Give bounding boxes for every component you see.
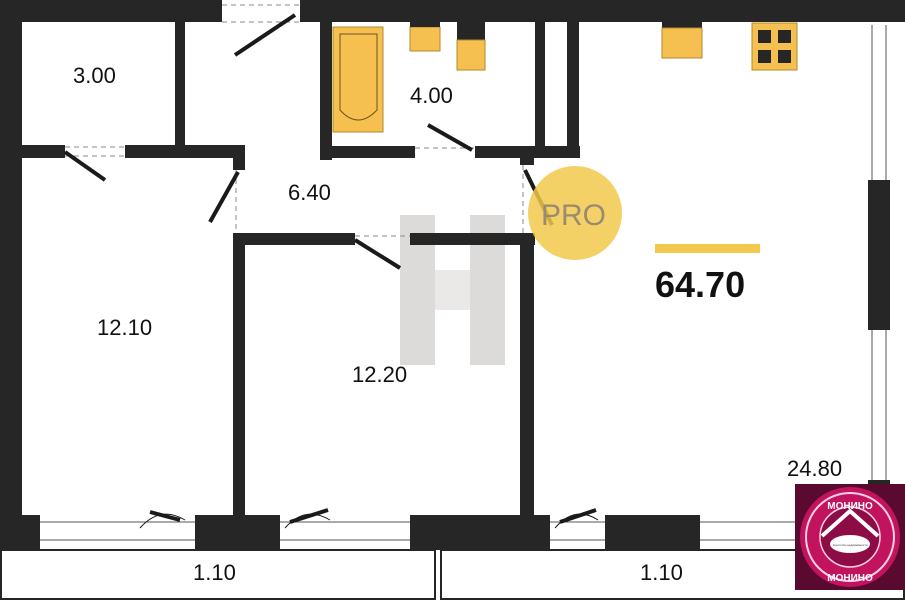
bathtub-icon xyxy=(332,26,384,133)
room-area-storage: 3.00 xyxy=(73,63,116,88)
pro-badge-label: PRO xyxy=(541,199,606,232)
svg-text:МОНИНО: МОНИНО xyxy=(827,501,873,512)
pro-badge xyxy=(528,166,622,260)
room-area-bathroom: 4.00 xyxy=(410,83,453,108)
total-area: 64.70 xyxy=(655,264,745,305)
house-icon xyxy=(820,508,880,538)
room-area-balcony-left: 1.10 xyxy=(193,560,236,585)
kitchen-sink-icon xyxy=(661,22,703,59)
svg-text:МОНИНО: МОНИНО xyxy=(827,573,873,584)
toilet-icon xyxy=(456,22,486,71)
total-area-bar xyxy=(655,244,760,253)
watermark-h-icon xyxy=(400,215,505,365)
room-area-balcony-right: 1.10 xyxy=(640,560,683,585)
room-area-bedroom-left: 12.10 xyxy=(97,315,152,340)
room-area-bedroom-middle: 12.20 xyxy=(352,362,407,387)
balcony-left xyxy=(0,549,436,600)
svg-text:Агентство недвижимости: Агентство недвижимости xyxy=(833,543,868,547)
stove-icon xyxy=(751,22,798,71)
sink-icon xyxy=(409,22,441,52)
agency-logo: МОНИНО МОНИНО Агентство недвижимости xyxy=(795,484,905,590)
room-area-living-kitchen: 24.80 xyxy=(787,456,842,481)
room-area-hallway: 6.40 xyxy=(288,180,331,205)
